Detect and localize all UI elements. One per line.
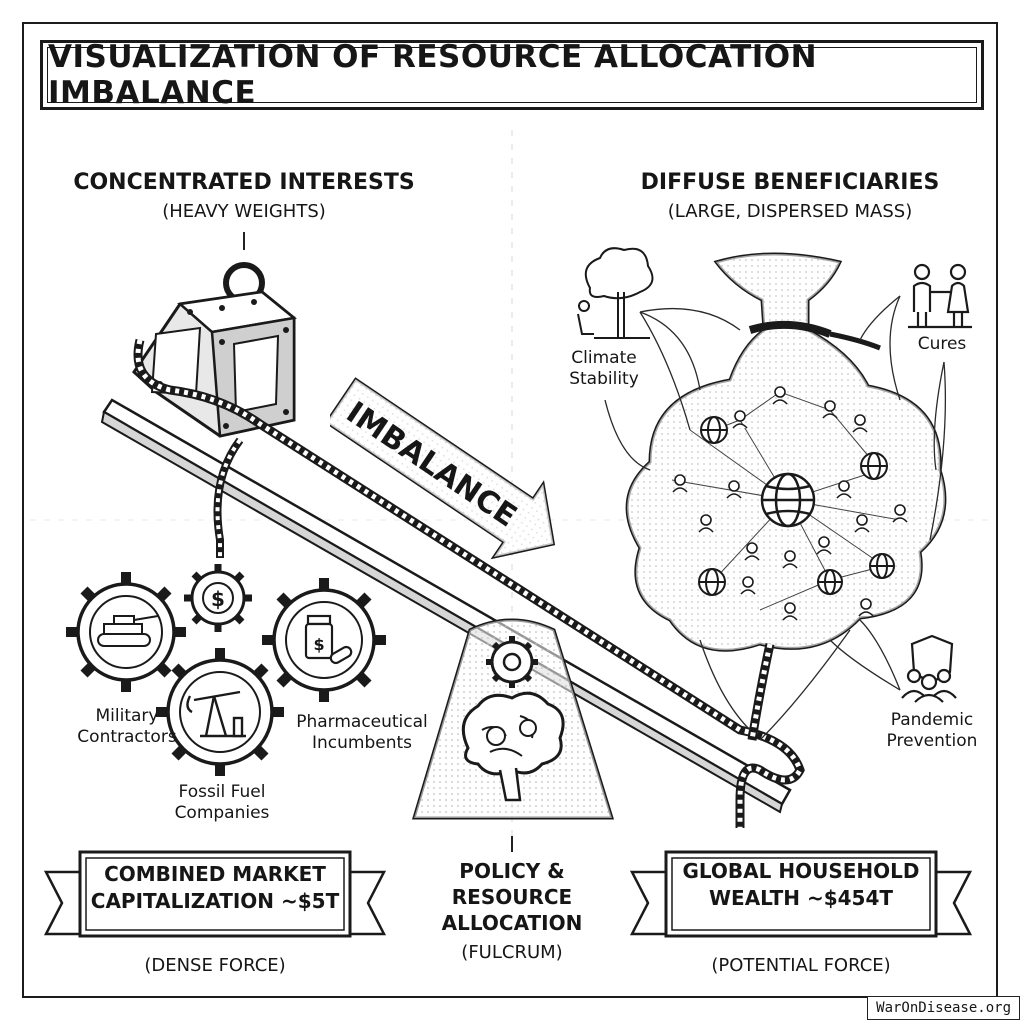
fulcrum [411,618,615,852]
label-climate-stability: Climate Stability [569,348,639,390]
label-military-contractors: Military Contractors [77,706,177,748]
right-banner-ribbon [629,850,973,938]
label-pharma: Pharmaceutical Incumbents [296,712,428,754]
center-force-label: (FULCRUM) [461,942,563,963]
oil-pump-icon [186,690,246,738]
heavy-weight [132,262,297,438]
money-bag [625,252,947,652]
title-box: VISUALIZATION OF RESOURCE ALLOCATION IMB… [40,39,984,111]
svg-text:$: $ [313,635,324,654]
tank-icon [97,615,159,647]
shield-people-icon [901,634,957,703]
people-icon [908,263,972,329]
brain-icon [461,691,565,802]
left-banner-text: COMBINED MARKET CAPITALIZATION ~$5T [90,862,340,913]
left-subheading: (HEAVY WEIGHTS) [162,201,326,222]
label-cures: Cures [917,334,967,354]
concentrated-gears: $ [66,564,386,776]
tree-icon [577,247,654,339]
dollar-gear-icon: $ [184,564,252,632]
beneficiary-links [604,295,947,741]
left-force-label: (DENSE FORCE) [144,955,286,976]
page-title: VISUALIZATION OF RESOURCE ALLOCATION IMB… [48,39,818,111]
right-force-label: (POTENTIAL FORCE) [711,955,891,976]
pill-bottle-icon: $ [304,614,353,665]
fulcrum-gear-icon [486,636,538,688]
center-banner-text: POLICY & RESOURCE ALLOCATION [441,859,583,935]
watermark[interactable]: WarOnDisease.org [867,996,1020,1020]
svg-text:$: $ [211,587,225,611]
outer-frame [22,22,998,998]
right-subheading: (LARGE, DISPERSED MASS) [667,201,913,222]
imbalance-label: IMBALANCE [340,395,523,534]
right-banner-text: GLOBAL HOUSEHOLD WEALTH ~$454T [682,859,920,910]
right-heading: DIFFUSE BENEFICIARIES [640,170,940,195]
left-banner-ribbon [43,850,387,938]
label-fossil-fuel: Fossil Fuel Companies [174,782,270,824]
label-pandemic-prevention: Pandemic Prevention [886,710,978,752]
imbalance-arrow: IMBALANCE [330,377,556,560]
left-heading: CONCENTRATED INTERESTS [73,170,415,195]
globe-icon [760,472,816,528]
